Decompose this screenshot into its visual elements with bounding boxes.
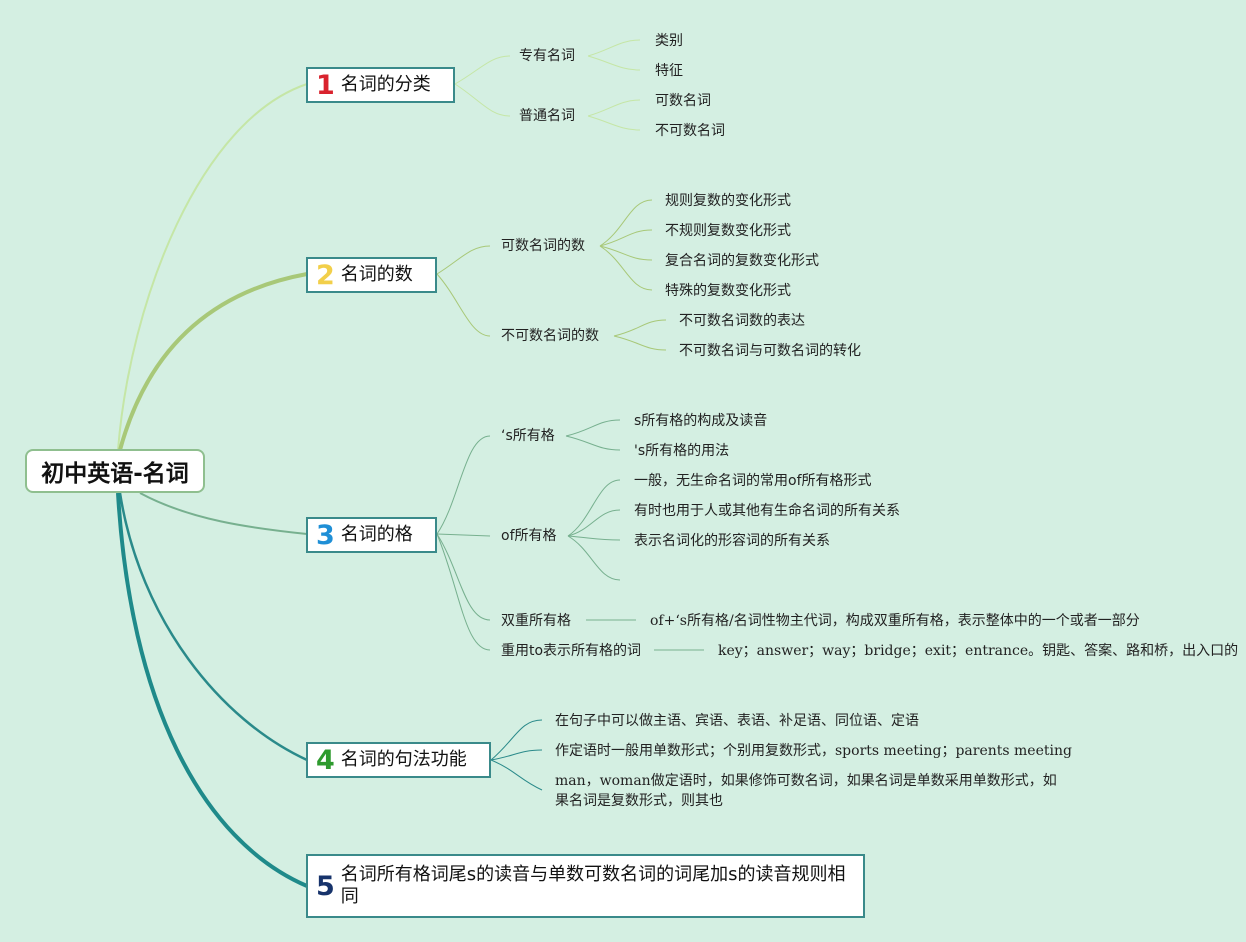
topic-5-number: 5 xyxy=(316,870,335,902)
topic-1-number: 1 xyxy=(316,69,335,101)
t1-c2-grandchild-2[interactable]: 不可数名词 xyxy=(655,123,725,139)
topic-5-title: 名词所有格词尾s的读音与单数可数名词的词尾加s的读音规则相同 xyxy=(340,864,846,907)
t3-c2-grandchild-2[interactable]: 有时也用于人或其他有生命名词的所有关系 xyxy=(634,503,900,519)
link-t3-c1-g2 xyxy=(565,435,621,451)
link-t2-c1 xyxy=(436,245,491,275)
link-root-topic3 xyxy=(139,492,308,535)
topic-3-title: 名词的格 xyxy=(340,524,413,546)
link-t1-c2-g2 xyxy=(587,115,641,131)
link-t3-c2-g4 xyxy=(567,535,621,581)
t3-child-2[interactable]: of所有格 xyxy=(501,528,557,544)
link-t2-c1-g3 xyxy=(599,245,653,261)
t2-c1-grandchild-1[interactable]: 规则复数的变化形式 xyxy=(665,193,791,209)
t3-c1-grandchild-1[interactable]: s所有格的构成及读音 xyxy=(634,413,768,429)
link-root-topic1 xyxy=(117,83,308,451)
t2-c1-grandchild-4[interactable]: 特殊的复数变化形式 xyxy=(665,283,791,299)
link-t4-c2 xyxy=(490,749,543,761)
link-t3-c4 xyxy=(436,533,491,651)
topic-3-node[interactable]: 3 名词的格 xyxy=(306,517,437,553)
t1-child-1[interactable]: 专有名词 xyxy=(519,48,575,64)
link-root-topic4 xyxy=(118,492,308,762)
link-t3-c2 xyxy=(436,533,491,537)
t4-child-1[interactable]: 在句子中可以做主语、宾语、表语、补足语、同位语、定语 xyxy=(555,713,919,729)
link-root-topic2 xyxy=(118,272,308,451)
t4-child-2[interactable]: 作定语时一般用单数形式；个别用复数形式，sports meeting；paren… xyxy=(555,743,1072,759)
t2-c1-grandchild-3[interactable]: 复合名词的复数变化形式 xyxy=(665,253,819,269)
topic-3-number: 3 xyxy=(316,519,335,551)
link-t2-c1-g4 xyxy=(599,245,653,291)
link-t2-c1-g1 xyxy=(599,199,653,247)
t1-c1-grandchild-1[interactable]: 类别 xyxy=(655,33,683,49)
link-t3-c1-g1 xyxy=(565,419,621,437)
topic-5-node[interactable]: 5 名词所有格词尾s的读音与单数可数名词的词尾加s的读音规则相同 xyxy=(306,854,865,918)
t3-c4-grandchild-1[interactable]: key；answer；way；bridge；exit；entrance。钥匙、答… xyxy=(718,643,1239,659)
link-t2-c2-g2 xyxy=(613,335,667,351)
link-t2-c2 xyxy=(436,273,491,337)
t3-child-3[interactable]: 双重所有格 xyxy=(501,613,571,629)
link-t3-c1 xyxy=(436,435,491,535)
link-t2-c1-g2 xyxy=(599,229,653,247)
link-t1-c1-g1 xyxy=(587,39,641,57)
topic-4-title: 名词的句法功能 xyxy=(340,749,467,771)
t2-c2-grandchild-1[interactable]: 不可数名词数的表达 xyxy=(679,313,805,329)
t1-child-2[interactable]: 普通名词 xyxy=(519,108,575,124)
topic-2-node[interactable]: 2 名词的数 xyxy=(306,257,437,293)
t4-child-3[interactable]: man，woman做定语时，如果修饰可数名词，如果名词是单数采用单数形式，如果名… xyxy=(555,773,1057,809)
t2-child-2[interactable]: 不可数名词的数 xyxy=(501,328,599,344)
link-t1-c1-g2 xyxy=(587,55,641,71)
link-t1-c1 xyxy=(454,55,511,85)
link-t1-c2-g1 xyxy=(587,99,641,117)
link-t3-c2-g1 xyxy=(567,479,621,537)
topic-1-node[interactable]: 1 名词的分类 xyxy=(306,67,455,103)
link-t2-c2-g1 xyxy=(613,319,667,337)
link-t3-c2-g2 xyxy=(567,509,621,537)
t3-child-1[interactable]: ‘s所有格 xyxy=(501,428,555,444)
root-node[interactable]: 初中英语-名词 xyxy=(25,449,205,493)
t3-c2-grandchild-1[interactable]: 一般，无生命名词的常用of所有格形式 xyxy=(634,473,872,489)
link-t1-c2 xyxy=(454,83,511,117)
topic-1-title: 名词的分类 xyxy=(340,74,431,96)
topic-2-number: 2 xyxy=(316,259,335,291)
t2-c2-grandchild-2[interactable]: 不可数名词与可数名词的转化 xyxy=(679,343,861,359)
t1-c1-grandchild-2[interactable]: 特征 xyxy=(655,63,683,79)
t2-c1-grandchild-2[interactable]: 不规则复数变化形式 xyxy=(665,223,791,239)
t3-child-4[interactable]: 重用to表示所有格的词 xyxy=(501,643,642,659)
t1-c2-grandchild-1[interactable]: 可数名词 xyxy=(655,93,711,109)
t3-c1-grandchild-2[interactable]: 's所有格的用法 xyxy=(634,443,730,459)
link-t4-c1 xyxy=(490,719,543,761)
link-t3-c2-g3 xyxy=(567,535,621,541)
topic-4-node[interactable]: 4 名词的句法功能 xyxy=(306,742,491,778)
link-t3-c3 xyxy=(436,533,491,621)
topic-2-title: 名词的数 xyxy=(340,264,413,286)
topic-4-number: 4 xyxy=(316,744,335,776)
t3-c3-grandchild-1[interactable]: of+‘s所有格/名词性物主代词，构成双重所有格，表示整体中的一个或者一部分 xyxy=(650,613,1140,629)
root-title: 初中英语-名词 xyxy=(41,461,189,487)
t2-child-1[interactable]: 可数名词的数 xyxy=(501,238,585,254)
t3-c2-grandchild-3[interactable]: 表示名词化的形容词的所有关系 xyxy=(634,533,830,549)
link-root-topic5 xyxy=(116,492,308,888)
link-t4-c3 xyxy=(490,759,543,791)
